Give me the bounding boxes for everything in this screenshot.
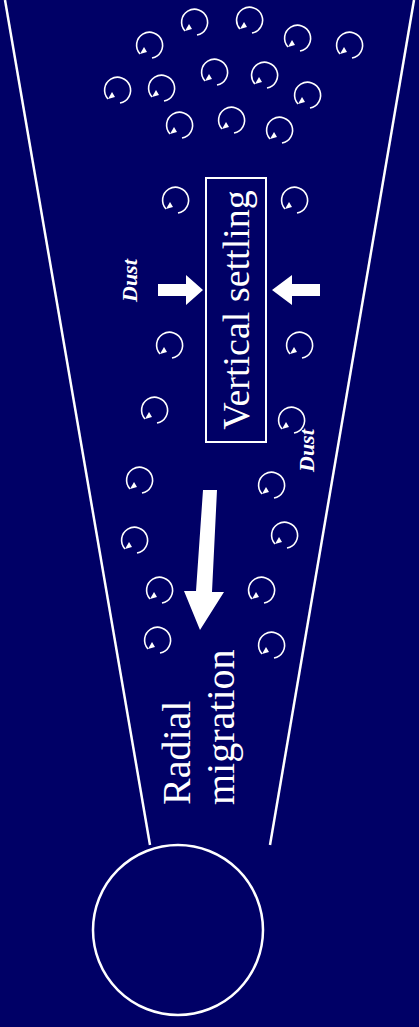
process-label: Radial migration <box>155 605 243 805</box>
dust-label: Dust <box>295 429 319 472</box>
star-circle <box>93 845 263 1015</box>
dust-arrow <box>272 275 320 305</box>
funnel-edge <box>5 0 150 845</box>
migration-arrow <box>184 490 224 630</box>
dust-arrow <box>158 275 203 305</box>
dust-label: Dust <box>118 259 142 302</box>
box-text: Vertical settling <box>217 190 255 430</box>
eddies <box>105 7 363 658</box>
process-box: Vertical settling <box>205 177 267 443</box>
